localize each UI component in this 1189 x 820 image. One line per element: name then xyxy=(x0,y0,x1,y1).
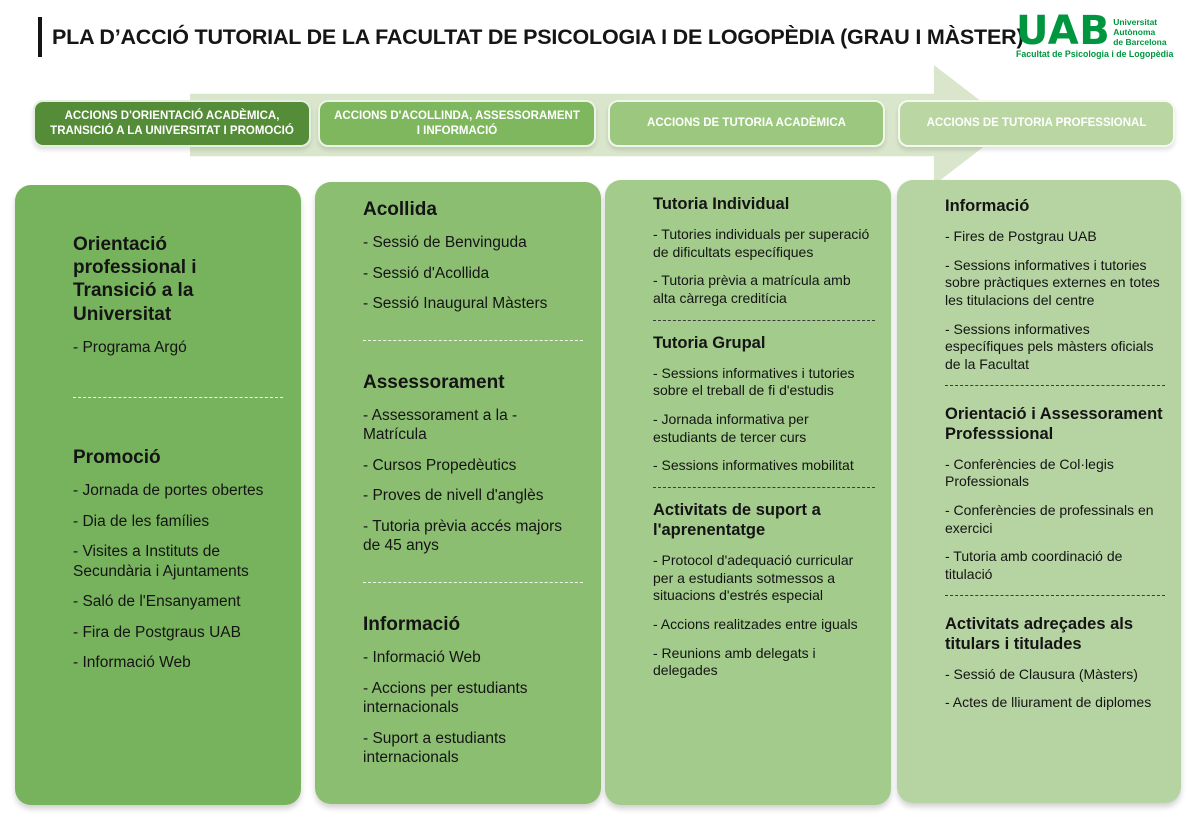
banner-step-label: ACCIONS DE TUTORIA PROFESSIONAL xyxy=(926,117,1147,130)
list-item: - Proves de nivell d'anglès xyxy=(363,487,544,505)
list-item: - Jornada informativa per estudiants de … xyxy=(653,411,809,445)
section-heading: Tutoria Grupal xyxy=(653,333,766,352)
list-item: - Accions per estudiants internacionals xyxy=(363,679,528,717)
list-item: - Sessió d'Acollida xyxy=(363,264,490,282)
section-heading: Acollida xyxy=(363,199,437,220)
list-item: - Sessions informatives específiques pel… xyxy=(945,320,1154,372)
section-heading: Orientació professional i Transició a la… xyxy=(73,234,197,325)
section-heading: Orientació i Assessorament Professsional xyxy=(945,404,1163,443)
banner-step-orientacio-academica: ACCIONS D'ORIENTACIÓ ACADÈMICA, TRANSICI… xyxy=(33,100,311,147)
list-item: - Sessions informatives i tutories sobre… xyxy=(945,256,1160,308)
dashed-separator xyxy=(363,581,583,583)
list-item: - Fires de Postgrau UAB xyxy=(945,228,1097,245)
uab-logo: UAB Universitat Autònoma de Barcelona Fa… xyxy=(1016,8,1184,59)
dashed-separator xyxy=(945,384,1165,386)
list-item: - Accions realitzades entre iguals xyxy=(653,616,858,632)
column-orientacio-promocio: Orientació professional i Transició a la… xyxy=(15,185,301,805)
list-item: - Informació Web xyxy=(73,654,191,672)
section-heading: Activitats de suport a l'aprenentatge xyxy=(653,500,821,539)
uab-logo-university-name: Universitat Autònoma de Barcelona xyxy=(1113,17,1166,48)
section-heading: Informació xyxy=(945,197,1030,215)
section-heading: Tutoria Individual xyxy=(653,195,790,213)
list-item: - Conferències de professinals en exerci… xyxy=(945,502,1154,536)
section-heading: Assessorament xyxy=(363,371,505,393)
list-item: - Tutoria amb coordinació de titulació xyxy=(945,548,1123,582)
dashed-separator xyxy=(653,486,875,488)
uab-logo-university-line3: de Barcelona xyxy=(1113,37,1167,48)
uab-logo-faculty-name: Facultat de Psicologia i de Logopèdia xyxy=(1016,49,1174,59)
banner-step-label: ACCIONS D'ORIENTACIÓ ACADÈMICA, TRANSICI… xyxy=(50,109,294,137)
section-heading: Promoció xyxy=(73,447,161,469)
list-item: - Suport a estudiants internacionals xyxy=(363,729,507,767)
page-title: PLA D’ACCIÓ TUTORIAL DE LA FACULTAT DE P… xyxy=(52,24,1024,49)
flow-arrow xyxy=(190,65,1012,185)
uab-logo-university-line1: Universitat xyxy=(1113,17,1158,27)
section-heading: Informació xyxy=(363,613,461,635)
uab-logo-acronym: UAB xyxy=(1016,8,1111,54)
list-item: - Protocol d'adequació curricular per a … xyxy=(653,552,854,604)
list-item: - Informació Web xyxy=(363,649,481,667)
uab-logo-university-line2: Autònoma xyxy=(1113,27,1156,38)
section-heading: Activitats adreçades als titulars i titu… xyxy=(945,614,1134,653)
dashed-separator xyxy=(363,339,583,341)
list-item: - Sessions informatives i tutories sobre… xyxy=(653,364,855,399)
list-item: - Reunions amb delegats i delegades xyxy=(653,644,816,679)
list-item: - Programa Argó xyxy=(73,338,187,356)
banner-step-tutoria-professional: ACCIONS DE TUTORIA PROFESSIONAL xyxy=(898,100,1175,147)
title-accent-rule xyxy=(38,17,42,57)
list-item: - Actes de lliurament de diplomes xyxy=(945,694,1152,711)
list-item: - Sessió de Clausura (Màsters) xyxy=(945,665,1138,682)
list-item: - Conferències de Col·legis Professional… xyxy=(945,455,1114,490)
list-item: - Sessió Inaugural Màsters xyxy=(363,295,548,313)
dashed-separator xyxy=(945,594,1165,596)
uab-logo-row: UAB Universitat Autònoma de Barcelona xyxy=(1016,8,1184,54)
list-item: - Sessions informatives mobilitat xyxy=(653,457,854,474)
list-item: - Sessió de Benvinguda xyxy=(363,234,527,252)
list-item: - Visites a Instituts de Secundària i Aj… xyxy=(73,543,249,580)
column-tutoria-academica: Tutoria Individual - Tutories individuals… xyxy=(605,180,891,805)
list-item: - Cursos Propedèutics xyxy=(363,456,517,474)
dashed-separator xyxy=(73,397,283,399)
dashed-separator xyxy=(653,319,875,321)
title-bar: PLA D’ACCIÓ TUTORIAL DE LA FACULTAT DE P… xyxy=(38,17,1024,57)
list-item: - Fira de Postgraus UAB xyxy=(73,623,241,641)
banner-step-label: ACCIONS D'ACOLLINDA, ASSESSORAMENT I INF… xyxy=(334,109,580,137)
banner-step-acollida-assessorament: ACCIONS D'ACOLLINDA, ASSESSORAMENT I INF… xyxy=(318,100,596,147)
list-item: - Jornada de portes obertes xyxy=(73,482,264,500)
banner-step-label: ACCIONS DE TUTORIA ACADÈMICA xyxy=(647,117,846,130)
banner-step-tutoria-academica: ACCIONS DE TUTORIA ACADÈMICA xyxy=(608,100,885,147)
list-item: - Tutoria prèvia a matrícula amb alta cà… xyxy=(653,272,851,306)
column-acollida-assessorament-informacio: Acollida - Sessió de Benvinguda - Sessió d… xyxy=(315,182,601,804)
list-item: - Assessorament a la - Matrícula xyxy=(363,406,518,444)
list-item: - Saló de l'Ensanyament xyxy=(73,593,241,611)
column-tutoria-professional: Informació - Fires de Postgrau UAB - Sessi… xyxy=(897,180,1181,803)
list-item: - Dia de les famílies xyxy=(73,512,210,530)
list-item: - Tutoria prèvia accés majors de 45 anys xyxy=(363,517,562,555)
list-item: - Tutories individuals per superació de … xyxy=(653,226,870,260)
